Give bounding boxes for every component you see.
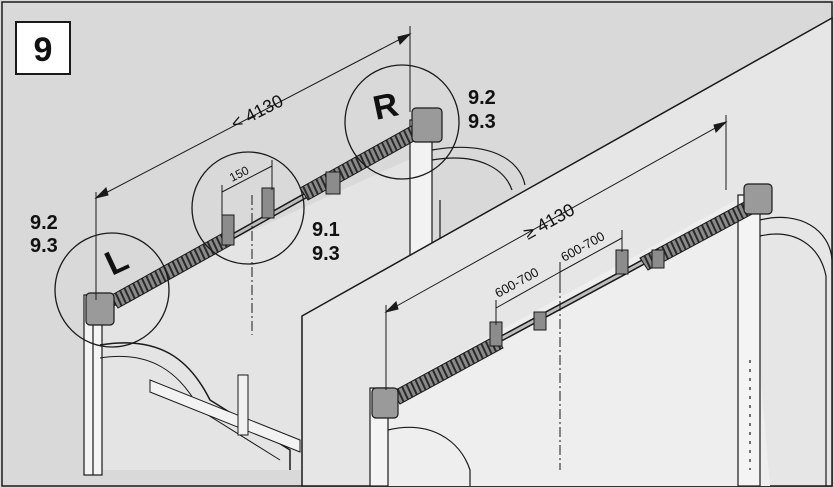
left-frame-post	[83, 294, 103, 476]
left-end-bearing-l	[85, 292, 115, 326]
ref-mid-top: 9.1	[312, 219, 340, 241]
right-end-bearing-l	[371, 387, 399, 419]
detail-circle-r	[344, 64, 460, 180]
ref-mid-bottom: 9.3	[312, 243, 340, 265]
step-number: 9	[34, 31, 53, 69]
left-curved-track	[99, 342, 291, 470]
offset-dimension-line	[221, 160, 273, 215]
step-number-badge: 9	[15, 21, 71, 75]
right-end-bearing-r	[743, 183, 773, 215]
right-right-post	[737, 194, 833, 487]
span-dimension-lines	[495, 230, 623, 325]
ref-right-bottom: 9.3	[468, 111, 496, 133]
ref-left-bottom: 9.3	[30, 235, 58, 257]
ref-right-top: 9.2	[468, 87, 496, 109]
detail-circle-mid	[191, 151, 305, 265]
ref-left-top: 9.2	[30, 212, 58, 234]
left-end-bearing-r	[411, 107, 443, 143]
right-dimension-line	[384, 115, 728, 390]
left-center-brackets	[221, 171, 341, 246]
detail-circle-l	[54, 232, 170, 348]
left-dimension-line	[94, 26, 412, 300]
left-support-bar	[149, 379, 301, 453]
right-view: ≥ 4130 600-700 600-700	[301, 16, 833, 487]
right-center-brackets	[489, 249, 665, 347]
right-door-surface	[384, 195, 770, 486]
